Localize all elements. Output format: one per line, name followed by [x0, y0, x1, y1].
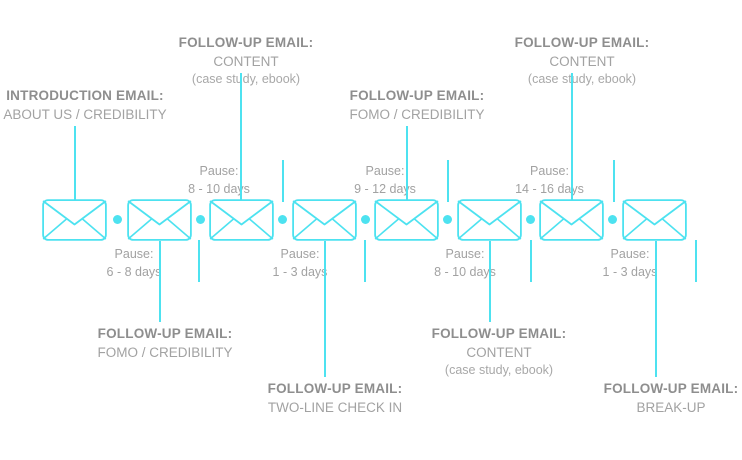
email-label-5: FOLLOW-UP EMAIL: FOMO / CREDIBILITY [322, 86, 512, 124]
pause-label-4: Pause: 9 - 12 days [330, 162, 440, 198]
email-label-2: FOLLOW-UP EMAIL: FOMO / CREDIBILITY [70, 324, 260, 362]
timeline-dot-5 [443, 215, 452, 224]
envelope-icon-6[interactable] [457, 199, 522, 241]
pause-label-5: Pause: 8 - 10 days [410, 245, 520, 281]
connector-line-email-4 [324, 241, 326, 377]
email-label-7-header: FOLLOW-UP EMAIL: [514, 35, 650, 50]
email-label-3: FOLLOW-UP EMAIL: CONTENT (case study, eb… [151, 33, 341, 89]
pause-label-7-title: Pause: [610, 247, 650, 261]
pause-label-1-title: Pause: [114, 247, 154, 261]
email-label-5-header: FOLLOW-UP EMAIL: [349, 88, 485, 103]
connector-line-email-1 [74, 126, 76, 200]
email-label-8-subtitle: BREAK-UP [636, 400, 706, 416]
connector-line-email-2 [159, 241, 161, 322]
connector-line-pause-5 [530, 240, 532, 282]
envelope-icon-2[interactable] [127, 199, 192, 241]
pause-label-7-duration: 1 - 3 days [602, 265, 658, 280]
email-label-2-subtitle: FOMO / CREDIBILITY [97, 345, 233, 361]
pause-label-6-duration: 14 - 16 days [515, 182, 584, 197]
connector-line-email-6 [489, 241, 491, 322]
pause-label-4-title: Pause: [365, 164, 405, 178]
envelope-icon-8[interactable] [622, 199, 687, 241]
pause-label-3: Pause: 1 - 3 days [245, 245, 355, 281]
pause-label-2-title: Pause: [199, 164, 239, 178]
pause-label-6-title: Pause: [530, 164, 569, 178]
envelope-icon-5[interactable] [374, 199, 439, 241]
connector-line-email-5 [406, 126, 408, 200]
email-label-4: FOLLOW-UP EMAIL: TWO-LINE CHECK IN [240, 379, 430, 417]
email-label-8: FOLLOW-UP EMAIL: BREAK-UP [576, 379, 742, 417]
timeline-dot-2 [196, 215, 205, 224]
connector-line-pause-6 [613, 160, 615, 202]
connector-line-pause-7 [695, 240, 697, 282]
connector-line-pause-3 [364, 240, 366, 282]
email-label-5-subtitle: FOMO / CREDIBILITY [349, 107, 485, 123]
envelope-icon-7[interactable] [539, 199, 604, 241]
email-label-6: FOLLOW-UP EMAIL: CONTENT (case study, eb… [404, 324, 594, 380]
pause-label-2: Pause: 8 - 10 days [164, 162, 274, 198]
email-label-7: FOLLOW-UP EMAIL: CONTENT (case study, eb… [487, 33, 677, 89]
timeline-dot-7 [608, 215, 617, 224]
envelope-icon-1[interactable] [42, 199, 107, 241]
timeline-dot-6 [526, 215, 535, 224]
pause-label-5-duration: 8 - 10 days [434, 265, 496, 280]
connector-line-pause-4 [447, 160, 449, 202]
pause-label-1: Pause: 6 - 8 days [79, 245, 189, 281]
email-label-3-note: (case study, ebook) [191, 72, 301, 87]
connector-line-email-3 [240, 73, 242, 200]
connector-line-email-8 [655, 241, 657, 377]
email-label-7-note: (case study, ebook) [527, 72, 637, 87]
email-label-3-subtitle: CONTENT [213, 54, 279, 70]
email-label-6-subtitle: CONTENT [466, 345, 532, 361]
email-label-1: INTRODUCTION EMAIL: ABOUT US / CREDIBILI… [0, 86, 180, 124]
email-label-3-header: FOLLOW-UP EMAIL: [178, 35, 314, 50]
email-label-2-header: FOLLOW-UP EMAIL: [97, 326, 233, 341]
connector-line-pause-2 [282, 160, 284, 202]
pause-label-4-duration: 9 - 12 days [354, 182, 416, 197]
pause-label-1-duration: 6 - 8 days [106, 265, 162, 280]
email-label-4-subtitle: TWO-LINE CHECK IN [267, 400, 403, 416]
pause-label-3-duration: 1 - 3 days [272, 265, 328, 280]
email-label-1-header: INTRODUCTION EMAIL: [6, 88, 164, 103]
pause-label-2-duration: 8 - 10 days [188, 182, 250, 197]
email-label-8-header: FOLLOW-UP EMAIL: [603, 381, 739, 396]
email-label-1-subtitle: ABOUT US / CREDIBILITY [3, 107, 167, 123]
envelope-icon-3[interactable] [209, 199, 274, 241]
connector-line-email-7 [571, 73, 573, 200]
connector-line-pause-1 [198, 240, 200, 282]
timeline-dot-3 [278, 215, 287, 224]
pause-label-3-title: Pause: [280, 247, 320, 261]
email-label-6-header: FOLLOW-UP EMAIL: [431, 326, 567, 341]
pause-label-5-title: Pause: [445, 247, 485, 261]
envelope-icon-4[interactable] [292, 199, 357, 241]
timeline-dot-4 [361, 215, 370, 224]
email-label-4-header: FOLLOW-UP EMAIL: [267, 381, 403, 396]
email-label-7-subtitle: CONTENT [549, 54, 615, 70]
pause-label-7: Pause: 1 - 3 days [575, 245, 685, 281]
timeline-dot-1 [113, 215, 122, 224]
pause-label-6: Pause: 14 - 16 days [492, 162, 607, 198]
email-label-6-note: (case study, ebook) [444, 363, 554, 378]
